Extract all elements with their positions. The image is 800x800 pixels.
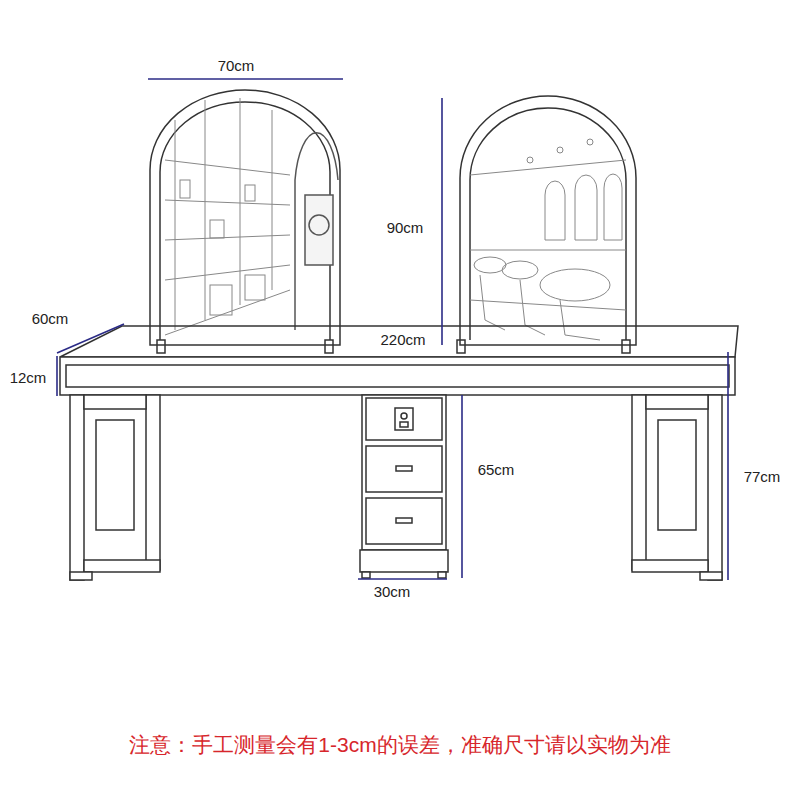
product-box — [245, 185, 255, 201]
ceiling-light — [557, 147, 563, 153]
floor-line — [470, 300, 626, 310]
left-leg — [70, 395, 160, 580]
salon-scene — [470, 139, 626, 340]
mirror-stand — [457, 340, 465, 353]
cabinet-foot — [362, 572, 370, 578]
dimension-label: 60cm — [30, 310, 71, 328]
dimension-label: 70cm — [216, 57, 257, 75]
mirror-frame — [460, 96, 636, 345]
apron-inset — [66, 365, 729, 387]
mirror-stand — [325, 340, 333, 353]
shelf-line — [165, 160, 290, 175]
dimension-label: 220cm — [378, 331, 427, 349]
drawer — [366, 446, 442, 492]
dimension-line — [727, 352, 729, 580]
floor-line — [165, 290, 290, 335]
leg-post — [708, 395, 722, 580]
dimension-label: 65cm — [476, 461, 517, 479]
dimension-label: 90cm — [385, 219, 426, 237]
shelf-line — [165, 235, 290, 240]
leg-inner-frame — [96, 420, 134, 530]
product-box — [210, 220, 224, 238]
drawer — [366, 398, 442, 440]
table — [60, 326, 738, 580]
dimension-label: 30cm — [372, 583, 413, 601]
table-top — [60, 326, 738, 357]
leg-bar — [84, 395, 146, 409]
power-socket — [395, 408, 413, 430]
leg-foot — [700, 572, 722, 580]
shelf-line — [165, 265, 290, 280]
portrait-face — [309, 215, 329, 235]
drawer-handle — [396, 466, 412, 471]
wash-basin — [502, 261, 538, 279]
leg-foot — [70, 572, 92, 580]
ceiling-light — [527, 157, 533, 163]
leg-bar — [632, 560, 708, 572]
cabinet-base — [360, 550, 448, 572]
wall-line — [470, 250, 626, 251]
right-leg — [632, 395, 722, 580]
shelf-line — [272, 110, 273, 290]
leg-bar — [646, 395, 708, 409]
dimension-line — [358, 578, 447, 580]
mirror-frame — [150, 90, 340, 345]
drawer-unit — [360, 395, 448, 578]
wash-basin — [540, 269, 610, 301]
window-arch — [545, 181, 565, 240]
shelf-scene — [165, 98, 290, 335]
shelf-line — [240, 98, 241, 305]
shelf-line — [165, 200, 290, 205]
leg-post — [146, 395, 160, 570]
mirror-inner-frame — [470, 108, 626, 340]
socket-switch — [400, 422, 408, 427]
dimension-lines — [57, 79, 728, 580]
dimension-line — [441, 98, 443, 345]
dimension-label: 77cm — [742, 468, 783, 486]
dimension-line — [461, 395, 463, 578]
shelf-line — [175, 120, 176, 330]
table-apron — [60, 357, 735, 395]
product-box — [180, 180, 190, 198]
inner-arch — [295, 133, 338, 330]
wash-basin — [474, 257, 506, 273]
shelf-line — [205, 100, 206, 320]
left-mirror — [150, 90, 340, 353]
leg-bar — [84, 560, 160, 572]
cabinet-foot — [438, 572, 446, 578]
window-arch — [575, 175, 597, 240]
leg-post — [70, 395, 84, 580]
drawer — [366, 498, 442, 544]
dimension-line — [148, 78, 343, 80]
dimension-line — [57, 324, 124, 353]
cabinet-door — [210, 285, 232, 315]
window-arch — [604, 174, 622, 240]
leg-inner-frame — [658, 420, 696, 530]
socket-hole — [401, 413, 407, 419]
drawer-cabinet — [362, 395, 446, 550]
dimension-label: 12cm — [8, 369, 49, 387]
wall-line — [470, 160, 626, 175]
right-mirror — [457, 96, 636, 353]
ceiling-light — [587, 139, 593, 145]
mirror-stand — [157, 340, 165, 353]
dimension-line — [56, 356, 58, 396]
drawer-handle — [396, 518, 412, 523]
portrait — [305, 195, 333, 265]
cabinet-door — [245, 275, 265, 300]
leg-post — [632, 395, 646, 570]
note-text: 注意：手工测量会有1-3cm的误差，准确尺寸请以实物为准 — [127, 732, 672, 757]
mirror-stand — [622, 340, 630, 353]
